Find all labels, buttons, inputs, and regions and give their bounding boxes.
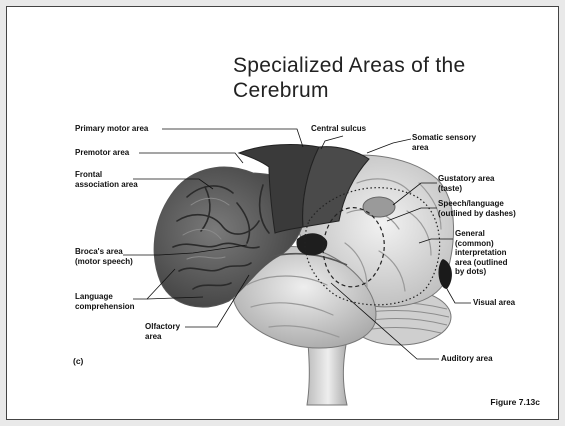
label-visual-area: Visual area bbox=[473, 298, 515, 308]
label-primary-motor-area: Primary motor area bbox=[75, 124, 148, 134]
label-auditory-area: Auditory area bbox=[441, 354, 493, 364]
label-somatic-sensory-area: Somatic sensory area bbox=[412, 133, 476, 152]
label-olfactory-area: Olfactory area bbox=[145, 322, 180, 341]
leader-somatic-sensory bbox=[367, 139, 411, 153]
label-premotor-area: Premotor area bbox=[75, 148, 129, 158]
label-gustatory-area: Gustatory area (taste) bbox=[438, 174, 494, 193]
label-language-comprehension: Language comprehension bbox=[75, 292, 135, 311]
label-general-interpretation-area: General (common) interpretation area (ou… bbox=[455, 229, 507, 277]
slide: Specialized Areas of the Cerebrum bbox=[6, 6, 559, 420]
panel-label: (c) bbox=[73, 356, 83, 366]
label-frontal-association-area: Frontal association area bbox=[75, 170, 138, 189]
leader-premotor bbox=[139, 153, 243, 163]
leader-visual bbox=[447, 289, 471, 303]
figure-caption: Figure 7.13c bbox=[490, 397, 540, 407]
label-central-sulcus: Central sulcus bbox=[311, 124, 366, 134]
label-speech-language: Speech/language (outlined by dashes) bbox=[438, 199, 516, 218]
gustatory-region bbox=[363, 197, 395, 217]
label-brocas-area: Broca's area (motor speech) bbox=[75, 247, 133, 266]
